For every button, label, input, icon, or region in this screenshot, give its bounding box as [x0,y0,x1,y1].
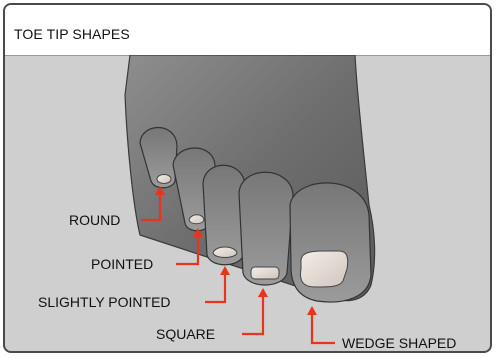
round-nail [157,175,171,184]
square-arrow [242,296,263,334]
label-round: ROUND [69,212,120,228]
pointed-nail [189,215,204,224]
square-arrowhead [258,288,268,297]
panel-header: TOE TIP SHAPES [5,5,490,56]
foot-diagram: ROUND POINTED SLIGHTLY POINTED SQUARE WE… [5,55,490,353]
wedge-shaped-arrowhead [307,306,317,315]
slightly-pointed-arrowhead [220,266,230,275]
label-square: SQUARE [156,326,215,342]
label-wedge-shaped: WEDGE SHAPED [342,335,456,351]
slightly-pointed-arrow [205,274,225,302]
toe-tip-shapes-panel: TOE TIP SHAPES [3,3,492,353]
square-nail [251,267,279,279]
label-pointed: POINTED [91,256,153,272]
wedge-shaped-arrow [312,314,335,343]
panel-title: TOE TIP SHAPES [14,26,130,42]
slightly-pointed-nail [213,247,237,258]
label-slightly-pointed: SLIGHTLY POINTED [38,294,171,310]
wedge-nail [301,251,348,287]
